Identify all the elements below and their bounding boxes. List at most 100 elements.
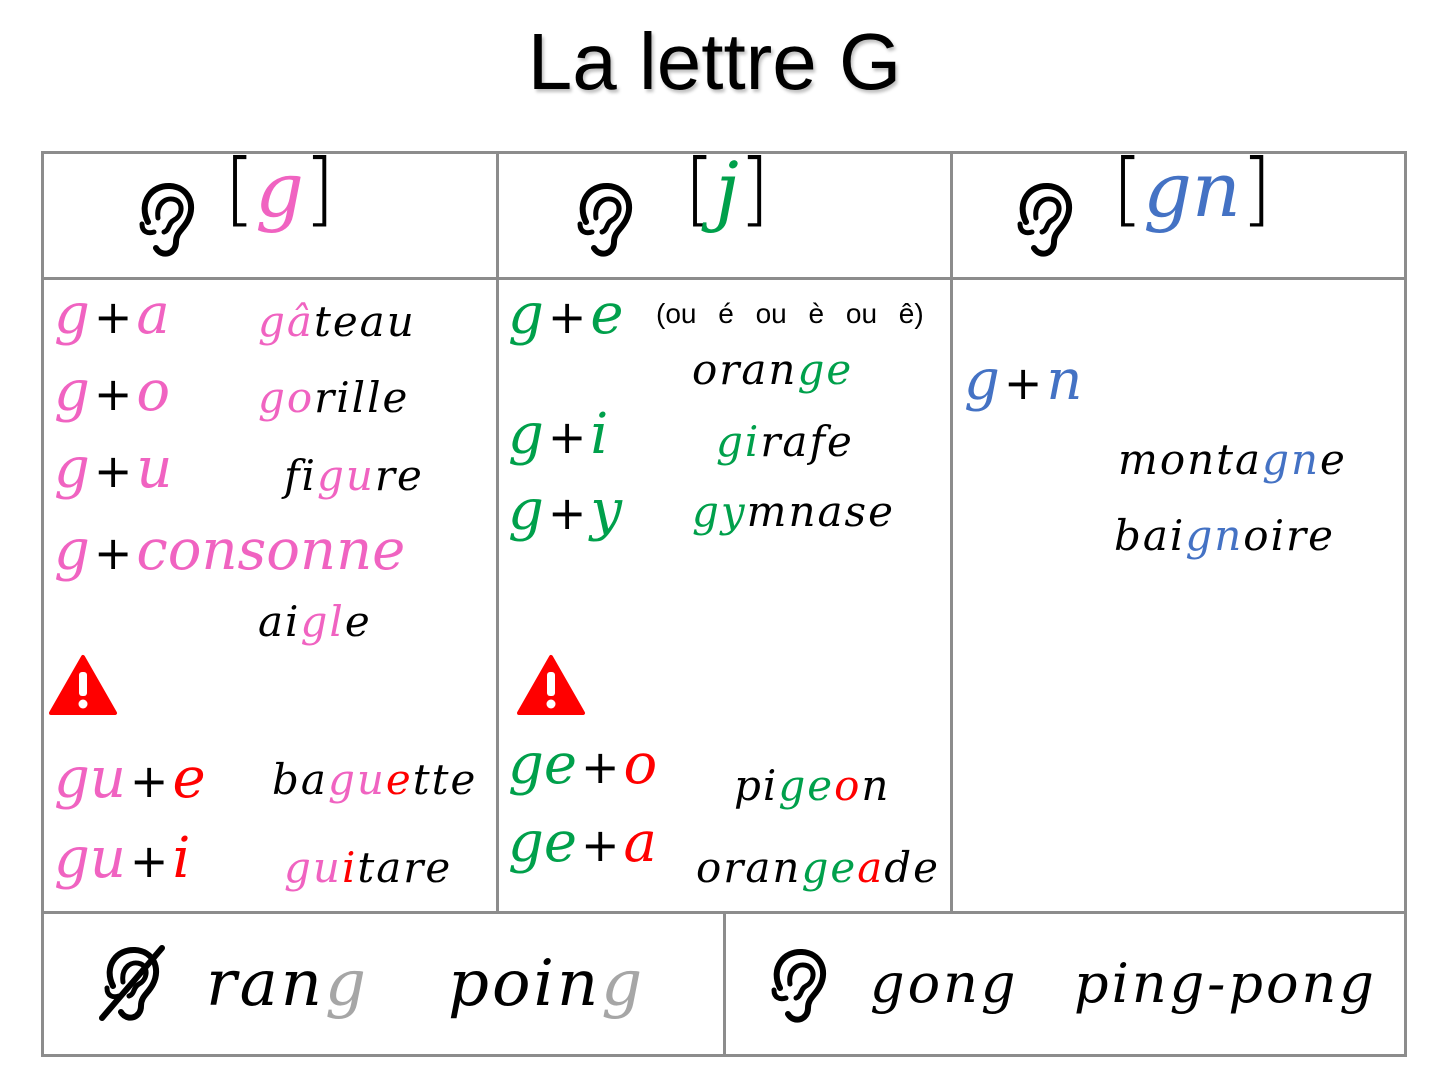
text-fragment: gu [54,826,126,891]
text-fragment: + [581,818,620,872]
text-fragment: ge [508,732,577,797]
rule-gu-i: gu+i [54,824,190,896]
ear-icon [574,182,634,258]
rule-g-e: g+e [508,280,624,352]
text-fragment: + [93,367,133,421]
text-fragment: teau [313,297,416,346]
text-fragment: g [54,359,90,424]
text-fragment: ran [206,947,325,1021]
rule-ge-o: ge+o [508,730,657,802]
text-fragment: gi [716,417,761,466]
rule-g-i: g+i [508,400,608,472]
warning-icon [48,654,118,716]
text-fragment: g [508,402,544,467]
text-fragment: ping-pong [1074,952,1377,1015]
text-fragment: ] [738,142,771,235]
text-fragment: i [590,402,609,467]
text-fragment: tare [357,843,453,892]
text-fragment: + [581,740,620,794]
text-fragment: g [255,145,304,234]
example-word: figure [284,448,424,504]
warning-icon [516,654,586,716]
rule-g-a: g+a [54,280,170,352]
bottom-column-divider [723,911,726,1057]
phoneme-g: [g] [224,144,335,235]
text-fragment: + [129,834,169,888]
text-fragment: + [93,290,133,344]
text-fragment: n [861,761,891,810]
page-title: La lettre G [527,17,902,106]
text-fragment: [ [684,142,716,235]
example-word: orangeade [696,840,940,896]
example-word: baignoire [1114,508,1335,564]
text-fragment: ] [303,142,336,235]
text-fragment: poin [448,947,602,1021]
text-fragment: gu [54,746,126,811]
text-fragment: ba [272,755,328,804]
text-fragment: gu [284,843,342,892]
text-fragment: gn [1262,435,1321,484]
text-fragment: g [54,518,90,583]
text-fragment: consonne [136,518,406,583]
text-fragment: oran [692,345,798,394]
example-word: gâteau [258,294,416,350]
text-fragment: ge [778,761,835,810]
text-fragment: e [172,746,206,811]
text-fragment: oran [696,843,802,892]
text-fragment: ge [801,843,858,892]
heard-word: ping-pong [1074,944,1377,1024]
text-fragment: o [136,359,171,424]
example-word: girafe [716,414,854,470]
text-fragment: n [1046,348,1083,413]
text-fragment: e [385,755,413,804]
text-fragment: g [258,297,287,346]
text-fragment: + [93,526,133,580]
text-fragment: g [54,282,90,347]
rule-ge-a: ge+a [508,808,657,880]
text-fragment: monta [1118,435,1263,484]
text-fragment: g [324,947,369,1021]
text-fragment: + [1003,356,1043,410]
text-fragment: [ [224,142,256,235]
text-fragment: de [884,843,940,892]
example-word: gorille [258,370,409,426]
text-fragment: a [136,282,170,347]
rule-g-u: g+u [54,434,172,506]
text-fragment: g [508,478,544,543]
text-fragment: j [715,145,739,234]
text-fragment: e [344,597,372,646]
accent-note: (ou é ou è ou ê) [656,298,924,329]
text-fragment: u [136,436,173,501]
heard-word: gong [870,944,1018,1024]
text-fragment: gu [327,755,386,804]
sound-table: [g] [j] [gn] g+a gâteau g+o gorille g+u … [41,144,1407,1057]
text-fragment: gn [1185,511,1244,560]
text-fragment: â [286,297,314,346]
ear-icon [768,948,828,1024]
text-fragment: o [623,732,658,797]
text-fragment: g [964,348,1000,413]
example-word: baguette [272,752,477,808]
text-fragment: re [374,451,424,500]
text-fragment: e [1320,435,1347,484]
example-word: orange [692,342,853,398]
text-fragment: bai [1114,511,1186,560]
text-fragment: fi [284,451,317,500]
text-fragment: rille [314,373,410,422]
text-fragment: e [590,282,624,347]
example-word: gymnase [692,484,895,540]
phoneme-j: [j] [684,144,770,235]
example-word: guitare [284,840,452,896]
text-fragment: g [54,436,90,501]
silent-word: rang [206,944,369,1024]
example-word: aigle [258,594,372,650]
text-fragment: tte [412,755,478,804]
text-fragment: pi [734,761,779,810]
text-fragment: g [601,947,646,1021]
crossed-ear-icon [99,945,165,1021]
example-word: pigeon [734,758,890,814]
text-fragment: ai [258,597,301,646]
text-fragment: i [172,826,191,891]
text-fragment: gn [1143,145,1241,234]
text-fragment: rafe [760,417,854,466]
